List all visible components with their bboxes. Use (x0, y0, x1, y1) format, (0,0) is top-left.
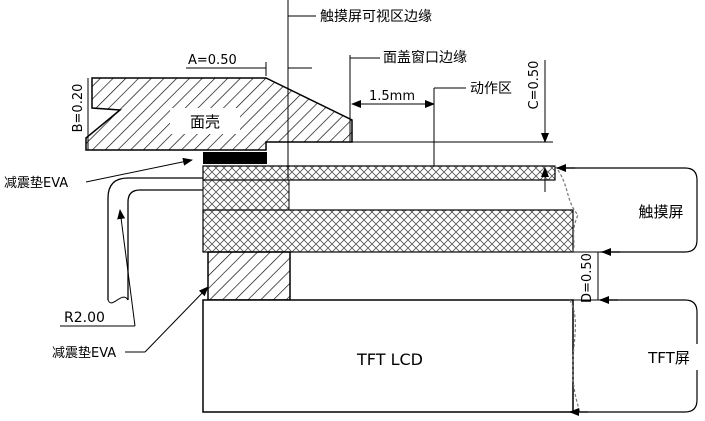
touch-left-block (202, 179, 290, 211)
tft-screen-label: TFT屏 (647, 349, 690, 367)
dim-b-label: B=0.20 (71, 84, 86, 133)
touch-glass-top (202, 165, 556, 181)
touch-screen-bracket (557, 167, 698, 253)
eva-block-bottom (207, 251, 291, 301)
touch-screen-label: 触摸屏 (638, 203, 683, 221)
housing-label: 面壳 (190, 113, 220, 131)
cover-window-edge-label: 面盖窗口边缘 (383, 49, 467, 66)
touch-glass-bottom (202, 209, 574, 253)
tft-break-edge (569, 299, 581, 413)
eva-bottom-label: 减震垫EVA (52, 345, 116, 361)
active-area-label: 动作区 (470, 81, 512, 97)
dim-gap-label: 1.5mm (369, 89, 415, 104)
touch-break-edge (554, 165, 579, 253)
dim-a-label: A=0.50 (188, 53, 237, 68)
dim-c-label: C=0.50 (527, 61, 542, 110)
tft-lcd-label: TFT LCD (356, 350, 423, 369)
dim-d-label: D=0.50 (580, 253, 595, 303)
eva-strip-top (203, 152, 267, 164)
fpc-cable (107, 177, 203, 300)
tft-lcd-body (202, 299, 574, 413)
fpc-break (107, 296, 129, 304)
radius-label: R2.00 (64, 310, 105, 326)
touch-visible-edge-label: 触摸屏可视区边缘 (320, 9, 432, 25)
eva-top-label: 减震垫EVA (4, 175, 68, 191)
